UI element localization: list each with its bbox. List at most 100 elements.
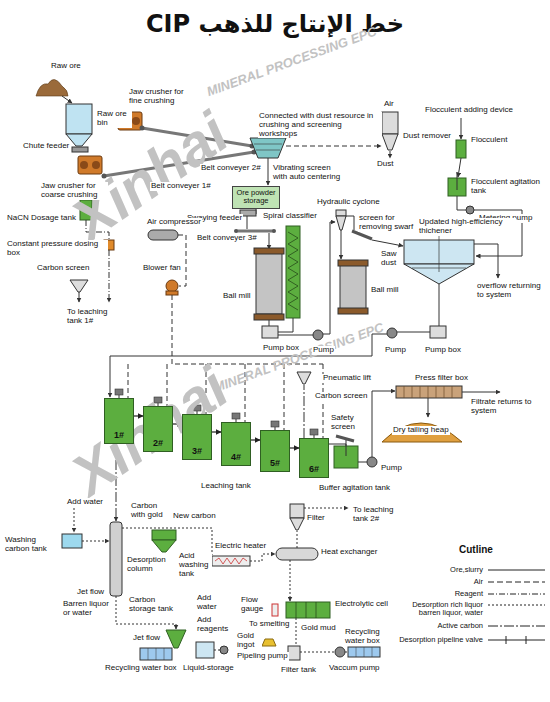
legend-text: Reagent: [388, 590, 484, 598]
node-text: Ore powder storage: [235, 189, 277, 206]
legend-line-sample: [488, 640, 545, 641]
flow-line: [79, 292, 80, 302]
watermark: MINERAL PROCESSING EPC: [212, 321, 386, 396]
dry-tailing-heap: [382, 423, 462, 442]
leaching-tank: 2#: [143, 406, 173, 452]
flocculent-tank: [456, 140, 466, 158]
jaw-crusher: [92, 161, 100, 169]
equipment-label: Carbon screen: [36, 264, 90, 273]
desorption-line: [297, 531, 298, 548]
thickener: [412, 236, 466, 272]
pump: [367, 457, 377, 467]
equipment-label: overflow returning to system: [476, 282, 550, 300]
vibrating-screen: [254, 144, 282, 150]
flocculent-agitation-tank: [448, 172, 466, 196]
filter: [290, 518, 304, 530]
equipment-label: Jaw crusher for coarse crushing: [40, 182, 108, 200]
ball-mill: [340, 264, 366, 310]
leaching-tank: 5#: [260, 430, 290, 472]
ball-mill: [254, 314, 284, 320]
node-text: 3#: [192, 446, 202, 456]
buffer-agitation-tank: [346, 440, 347, 456]
desorption-line: [296, 618, 297, 645]
desorption-column: [110, 522, 122, 596]
equipment-label: Pneumatic lift: [322, 374, 372, 383]
equipment-label: NaCN Dosage tank: [6, 214, 77, 223]
desorption-line: [345, 652, 348, 653]
equipment-label: Leaching tank: [200, 482, 252, 491]
filter: [290, 504, 304, 530]
recycling-water-box: [356, 647, 372, 657]
recycling-water-box: [348, 647, 380, 657]
equipment-label: Jaw crusher for fine crushing: [128, 88, 192, 106]
thickener: [404, 236, 474, 284]
chute-feeder: [72, 147, 88, 152]
flow-gauge: [272, 604, 278, 616]
equipment-label: Washing carbon tank: [4, 536, 60, 554]
equipment-label: Constant pressure dosing box: [6, 240, 108, 258]
agitator-motor: [115, 389, 123, 395]
metering-pump: [466, 206, 474, 214]
pump: [220, 646, 228, 654]
equipment-label: Pump: [312, 346, 335, 355]
blower-fan: [166, 291, 178, 295]
flow-line: [397, 332, 430, 333]
raw-ore-bin: [66, 104, 92, 134]
flow-line: [278, 318, 293, 332]
dust-remover: [382, 112, 398, 150]
equipment-label: screen for removing swarf: [358, 214, 418, 232]
flow-connector: [251, 439, 260, 440]
flow-line: [358, 462, 367, 463]
raw-ore-bin: [66, 104, 92, 146]
pump-box: [262, 326, 278, 338]
carbon-storage-tank: [166, 630, 186, 648]
flow-line: [474, 244, 498, 278]
press-filter: [396, 386, 462, 398]
equipment-label: Vibrating screen with auto centering: [272, 164, 344, 182]
equipment-label: Pump: [384, 346, 407, 355]
heat-exchanger: [276, 548, 318, 560]
safety-screen: [336, 436, 354, 441]
air-compressor: [148, 230, 178, 240]
carbon-screen: [297, 372, 311, 384]
washing-carbon-tank: [62, 534, 82, 548]
equipment-label: Blower fan: [142, 264, 182, 273]
flocculent-tank: [456, 140, 466, 158]
desorption-line: [74, 508, 75, 532]
agitator-motor: [232, 413, 240, 419]
equipment-label: Ball mill: [370, 286, 400, 295]
carbon-line: [304, 385, 305, 438]
liquid-storage: [196, 642, 214, 658]
agitator-motor: [271, 421, 279, 427]
desorption-line: [214, 650, 220, 651]
leaching-tank: 4#: [221, 422, 251, 466]
equipment-label: Gold ingot: [236, 632, 262, 650]
equipment-label: Dry tailing heap: [392, 426, 450, 435]
blower-fan: [166, 280, 178, 292]
electrolytic-cell: [296, 602, 316, 618]
equipment-label: To leaching tank 2#: [352, 506, 406, 524]
electric-heater: [212, 556, 250, 566]
flow-line: [278, 335, 313, 336]
hydraulic-cyclone: [336, 216, 346, 230]
equipment-label: New carbon: [172, 512, 217, 521]
air-line: [178, 235, 186, 286]
hydraulic-cyclone: [336, 210, 346, 230]
chute-feeder: [72, 147, 88, 152]
valve-symbol: [506, 636, 526, 644]
carbon-screen: [70, 280, 88, 292]
equipment-label: Recycling water box: [344, 628, 390, 646]
legend-line-sample: [488, 570, 545, 571]
legend-text: Desorption pipeline valve: [388, 636, 484, 644]
equipment-label: To leaching tank 1#: [66, 308, 120, 326]
desorption-line: [122, 528, 212, 555]
equipment-label: Flocculent: [470, 136, 508, 145]
node-text: 2#: [153, 438, 163, 448]
acid-washing-tank: [152, 530, 176, 540]
diagram-title: خط الإنتاج للذهب CIP: [0, 10, 550, 38]
vacuum-pump: [335, 647, 345, 657]
flow-connector: [290, 447, 299, 448]
node-text: 5#: [270, 458, 280, 468]
liquid-storage: [196, 642, 214, 658]
recycling-water-box: [140, 648, 172, 660]
